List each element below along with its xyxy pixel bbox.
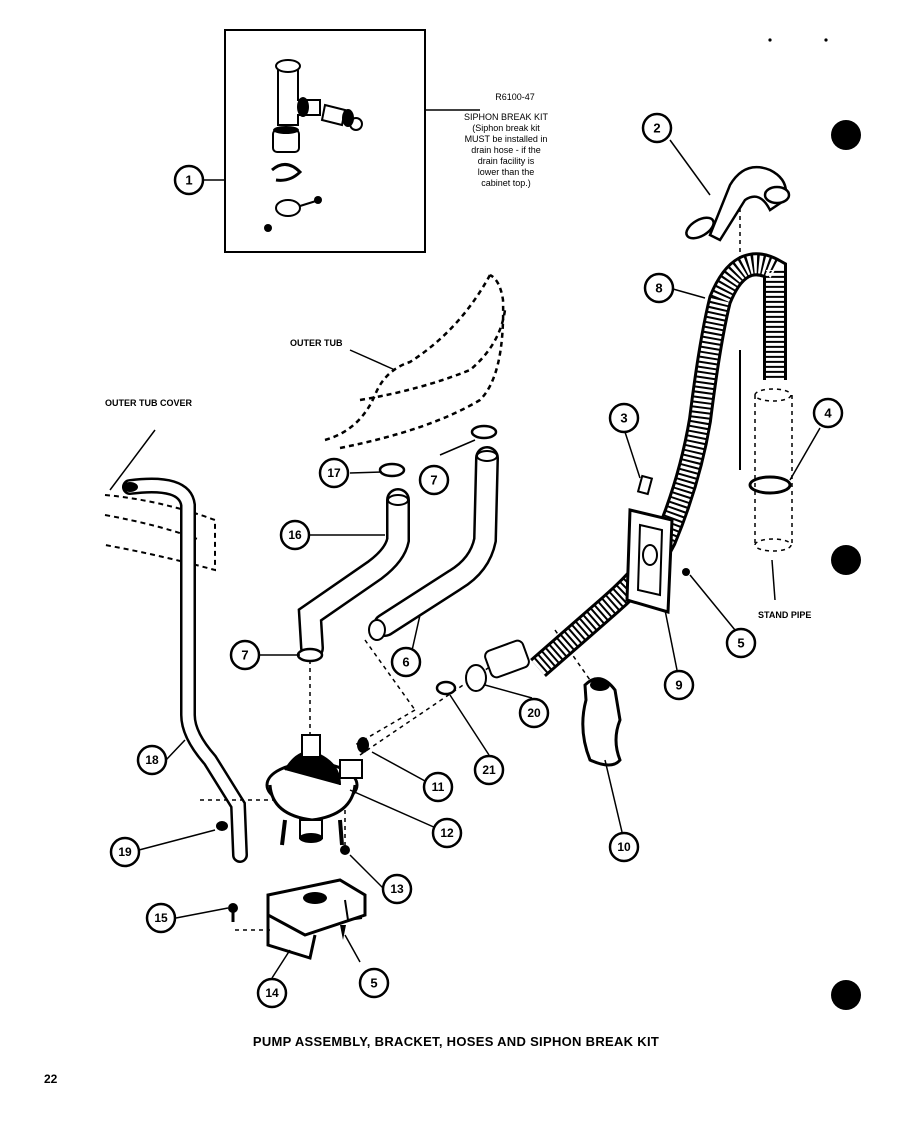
- svg-text:20: 20: [527, 706, 541, 720]
- stand-pipe-label: STAND PIPE: [758, 610, 811, 620]
- svg-text:5: 5: [737, 636, 744, 651]
- callout-15: 15: [145, 902, 177, 934]
- svg-text:11: 11: [432, 780, 445, 794]
- callout-5-bracket-screw: 5: [358, 967, 390, 999]
- svg-text:7: 7: [430, 473, 437, 488]
- kit-line-7: cabinet top.): [481, 178, 531, 188]
- callout-11: 11: [422, 771, 454, 803]
- kit-line-6: lower than the: [478, 167, 535, 177]
- callout-18: 18: [136, 744, 168, 776]
- svg-text:4: 4: [824, 406, 832, 421]
- svg-text:18: 18: [145, 753, 159, 767]
- callout-10: 10: [608, 831, 640, 863]
- kit-line-2: (Siphon break kit: [472, 123, 540, 133]
- callout-8: 8: [643, 272, 675, 304]
- callout-4: 4: [812, 397, 844, 429]
- kit-line-4: drain hose - if the: [471, 145, 541, 155]
- binder-hole-middle: [831, 545, 861, 575]
- callout-5-plate-screw: 5: [725, 627, 757, 659]
- svg-text:1: 1: [185, 173, 192, 188]
- svg-text:5: 5: [370, 976, 377, 991]
- hose-holder: [581, 677, 622, 767]
- page-number: 22: [44, 1072, 58, 1086]
- diagram-caption: PUMP ASSEMBLY, BRACKET, HOSES AND SIPHON…: [252, 1034, 660, 1049]
- callout-21: 21: [473, 754, 505, 786]
- kit-part-number: R6100-47: [495, 92, 535, 102]
- svg-text:13: 13: [390, 882, 404, 896]
- binder-hole-bottom: [831, 980, 861, 1010]
- outer-tub-label: OUTER TUB: [290, 338, 343, 348]
- kit-line-1: SIPHON BREAK KIT: [464, 112, 549, 122]
- stand-pipe-outline: [754, 388, 793, 552]
- callout-19: 19: [109, 836, 141, 868]
- svg-text:2: 2: [653, 121, 660, 136]
- callout-14: 14: [256, 977, 288, 1009]
- callout-2: 2: [641, 112, 673, 144]
- svg-text:7: 7: [241, 648, 248, 663]
- callout-7-upper: 7: [418, 464, 450, 496]
- callout-20: 20: [518, 697, 550, 729]
- callout-13: 13: [381, 873, 413, 905]
- pump-assembly: [265, 734, 363, 846]
- callout-16: 16: [279, 519, 311, 551]
- callout-3: 3: [608, 402, 640, 434]
- svg-text:19: 19: [118, 845, 132, 859]
- svg-text:16: 16: [288, 528, 302, 542]
- outer-tub-cover-label: OUTER TUB COVER: [105, 398, 193, 408]
- outer-tub-cover-outline: [104, 494, 216, 572]
- siphon-break-kit-box: [224, 29, 426, 253]
- binder-hole-top: [831, 120, 861, 150]
- u-hose-fitting: [685, 165, 791, 242]
- svg-text:9: 9: [675, 678, 682, 693]
- drain-plate: [625, 508, 674, 614]
- callout-1: 1: [173, 164, 205, 196]
- svg-text:21: 21: [482, 763, 496, 777]
- svg-text:17: 17: [327, 466, 341, 480]
- svg-text:15: 15: [154, 911, 168, 925]
- callout-12: 12: [431, 817, 463, 849]
- kit-line-5: drain facility is: [478, 156, 535, 166]
- svg-text:6: 6: [402, 655, 409, 670]
- callout-9: 9: [663, 669, 695, 701]
- svg-text:3: 3: [620, 411, 627, 426]
- svg-text:14: 14: [265, 986, 279, 1000]
- callout-6: 6: [390, 646, 422, 678]
- kit-line-3: MUST be installed in: [465, 134, 548, 144]
- outer-tub-outline: [324, 273, 507, 450]
- svg-text:12: 12: [440, 826, 454, 840]
- svg-text:8: 8: [655, 281, 662, 296]
- svg-text:10: 10: [617, 840, 631, 854]
- callout-7-lower: 7: [229, 639, 261, 671]
- callout-17: 17: [318, 457, 350, 489]
